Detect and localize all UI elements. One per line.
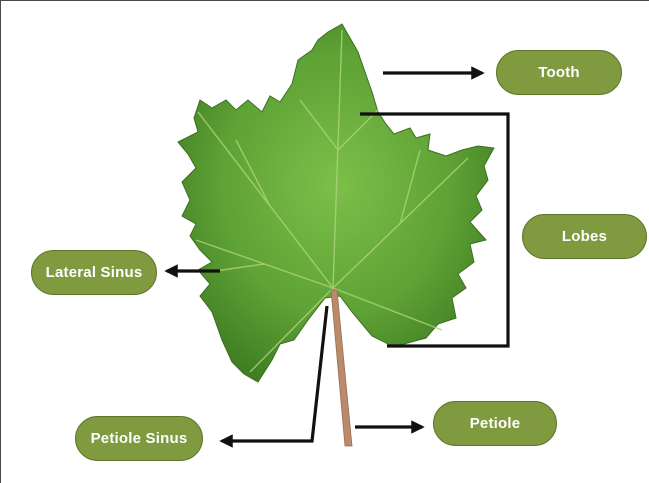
petiole-sinus-label: Petiole Sinus <box>75 416 203 461</box>
lobes-label: Lobes <box>522 214 647 259</box>
petiole-stem <box>331 290 352 446</box>
tooth-label: Tooth <box>496 50 622 95</box>
lateral-sinus-label: Lateral Sinus <box>31 250 157 295</box>
petiole-label: Petiole <box>433 401 557 446</box>
